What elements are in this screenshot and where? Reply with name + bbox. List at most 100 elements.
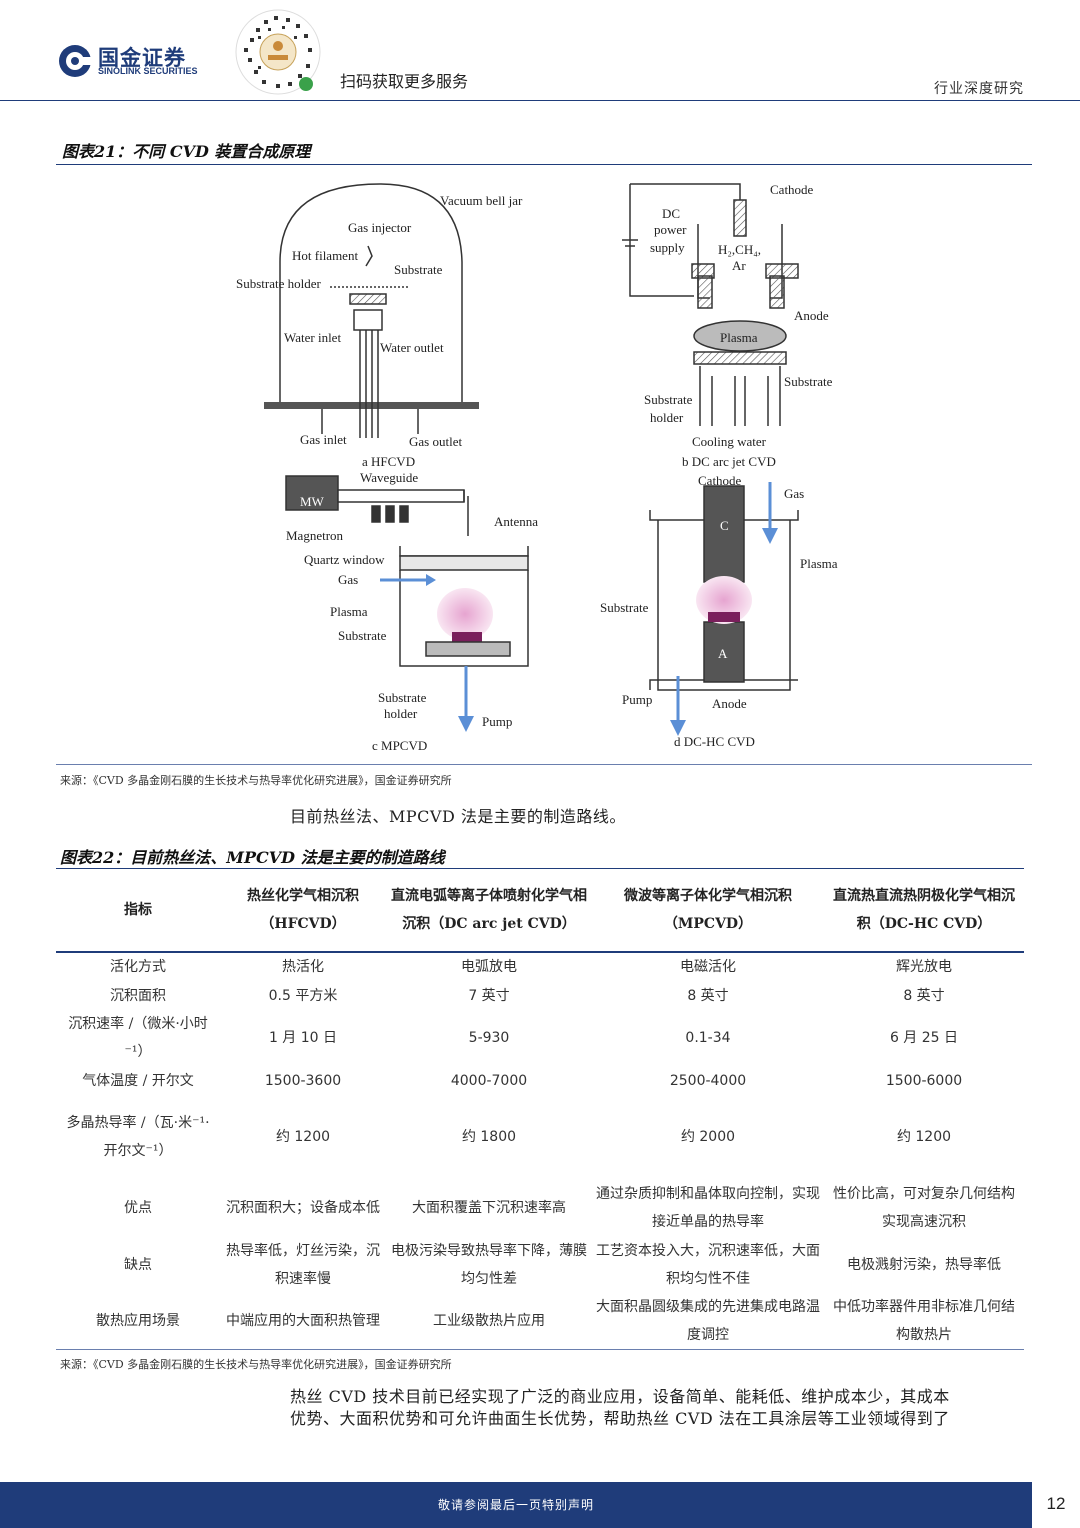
- figure21-bottom-rule: [56, 764, 1032, 765]
- label-supply: supply: [650, 240, 685, 255]
- column-header: 热丝化学气相沉积（HFCVD）: [220, 868, 386, 953]
- figure22-bottom-rule: [56, 1349, 1024, 1350]
- label-plasma-d: Plasma: [800, 556, 838, 571]
- table-cell: 散热应用场景: [96, 1313, 180, 1329]
- table-cell: 沉积面积: [110, 987, 166, 1004]
- label-power: power: [654, 222, 687, 237]
- column-header: 直流热直流热阴极化学气相沉积（DC-HC CVD）: [824, 868, 1024, 953]
- table-cell: 8 英寸: [687, 987, 729, 1004]
- table-cell: 电弧放电: [461, 959, 517, 975]
- label-gas-c: Gas: [338, 572, 358, 587]
- caption-c: c MPCVD: [372, 738, 427, 753]
- label-substrate-b: Substrate: [784, 374, 833, 389]
- table-cell: 约 1200: [275, 1129, 331, 1145]
- hfcvd-labels: Vacuum bell jar Gas injector Hot filamen…: [236, 193, 523, 469]
- footer-notice[interactable]: 敬请参阅最后一页特别声明: [437, 1498, 594, 1512]
- table-cell: 中低功率器件用非标准几何结构散热片: [833, 1299, 1015, 1343]
- figure21-title: 图表21：不同 CVD 装置合成原理: [62, 142, 311, 161]
- label-ar: Ar: [732, 258, 746, 273]
- table-cell: 优点: [124, 1199, 152, 1216]
- mpcvd-labels: Waveguide MW Magnetron Antenna Quartz wi…: [286, 470, 538, 753]
- label-hot-filament: Hot filament: [292, 248, 358, 263]
- table-cell: 大面积覆盖下沉积速率高: [412, 1199, 566, 1216]
- table-row: 沉积面积 0.5 平方米 7 英寸 8 英寸 8 英寸: [56, 981, 1024, 1010]
- table-row: 多晶热导率 /（瓦·米⁻¹·开尔文⁻¹） 约 1200 约 1800 约 200…: [56, 1095, 1024, 1179]
- table-cell: 电极溅射污染，热导率低: [847, 1256, 1001, 1273]
- table-cell: 约 1200: [896, 1129, 952, 1145]
- table-row: 优点 沉积面积大；设备成本低 大面积覆盖下沉积速率高 通过杂质抑制和晶体取向控制…: [56, 1179, 1024, 1236]
- table-cell: 6 月 25 日: [889, 1030, 959, 1046]
- label-c: C: [720, 518, 729, 533]
- table-cell: 沉积面积大；设备成本低: [226, 1199, 380, 1216]
- label-antenna: Antenna: [494, 514, 538, 529]
- column-header: 微波等离子体化学气相沉积（MPCVD）: [592, 868, 824, 953]
- table-cell: 缺点: [124, 1256, 152, 1273]
- label-gas-outlet: Gas outlet: [409, 434, 462, 449]
- table-cell: 工业级散热片应用: [433, 1313, 545, 1329]
- table-cell: 5-930: [468, 1030, 510, 1046]
- report-type-label: 行业深度研究: [934, 81, 1024, 97]
- table-cell: 2500-4000: [669, 1072, 747, 1089]
- label-mw: MW: [300, 494, 325, 509]
- label-substrate-holder-b1: Substrate: [644, 392, 693, 407]
- table-cell: 4000-7000: [450, 1072, 528, 1089]
- figure21-source: 来源：《CVD 多晶金刚石膜的生长技术与热导率优化研究进展》，国金证券研究所: [60, 774, 452, 787]
- table-row: 缺点 热导率低，灯丝污染，沉积速率慢 电极污染导致热导率下降，薄膜均匀性差 工艺…: [56, 1236, 1024, 1293]
- table-cell: 7 英寸: [468, 987, 510, 1004]
- sinolink-logo-icon: [59, 45, 92, 77]
- dc-hc-labels: Cathode Gas C Plasma Substrate A Pump An…: [600, 473, 838, 749]
- label-water-outlet: Water outlet: [380, 340, 444, 355]
- dc-hc-diagram: [649, 482, 799, 736]
- hfcvd-diagram: [264, 183, 479, 438]
- table-cell: 热导率低，灯丝污染，沉积速率慢: [226, 1242, 380, 1287]
- table-cell: 1500-6000: [885, 1072, 963, 1089]
- logo-name-cn: 国金证券: [98, 46, 186, 70]
- label-cooling-water: Cooling water: [692, 434, 767, 449]
- label-gas-injector: Gas injector: [348, 220, 412, 235]
- column-header: 指标: [56, 868, 220, 953]
- label-pump-c: Pump: [482, 714, 512, 729]
- table-cell: 8 英寸: [903, 987, 945, 1004]
- table-cell: 多晶热导率 /（瓦·米⁻¹·开尔文⁻¹）: [66, 1115, 210, 1159]
- label-quartz-window: Quartz window: [304, 552, 385, 567]
- label-cathode-b: Cathode: [770, 182, 814, 197]
- caption-a: a HFCVD: [362, 454, 415, 469]
- label-cathode-d: Cathode: [698, 473, 742, 488]
- page-number: 12: [1046, 1494, 1066, 1513]
- table-cell: 1500-3600: [264, 1072, 342, 1089]
- table-cell: 1 月 10 日: [268, 1030, 338, 1046]
- figure22-source: 来源：《CVD 多晶金刚石膜的生长技术与热导率优化研究进展》，国金证券研究所: [60, 1358, 452, 1371]
- table-row: 气体温度 / 开尔文 1500-3600 4000-7000 2500-4000…: [56, 1066, 1024, 1095]
- label-anode-d: Anode: [712, 696, 747, 711]
- figure22-title: 图表22：目前热丝法、MPCVD 法是主要的制造路线: [60, 848, 445, 867]
- table-cell: 中端应用的大面积热管理: [226, 1313, 380, 1329]
- table-cell: 约 1800: [461, 1129, 517, 1145]
- table-cell: 电极污染导致热导率下降，薄膜均匀性差: [391, 1242, 587, 1287]
- label-substrate-d: Substrate: [600, 600, 649, 615]
- label-water-inlet: Water inlet: [284, 330, 341, 345]
- table-cell: 0.5 平方米: [268, 987, 338, 1004]
- column-header: 直流电弧等离子体喷射化学气相沉积（DC arc jet CVD）: [386, 868, 592, 953]
- label-substrate-holder-b2: holder: [650, 410, 684, 425]
- label-substrate-holder-c1: Substrate: [378, 690, 427, 705]
- label-substrate-holder-c2: holder: [384, 706, 418, 721]
- closing-paragraph: 热丝 CVD 技术目前已经实现了广泛的商业应用，设备简单、能耗低、维护成本少，其…: [290, 1386, 1030, 1430]
- qr-code-icon[interactable]: [234, 8, 322, 96]
- dc-arc-jet-labels: Cathode DC power supply H₂,CH₄, Ar Anode…: [644, 182, 833, 469]
- label-substrate-a: Substrate: [394, 262, 443, 277]
- table-cell: 工艺资本投入大，沉积速率低，大面积均匀性不佳: [596, 1242, 820, 1287]
- table-cell: 热活化: [282, 959, 324, 975]
- label-gas-inlet: Gas inlet: [300, 432, 347, 447]
- table-cell: 大面积晶圆级集成的先进集成电路温度调控: [596, 1299, 820, 1343]
- label-anode-b: Anode: [794, 308, 829, 323]
- table-cell: 性价比高，可对复杂几何结构实现高速沉积: [833, 1185, 1015, 1230]
- label-substrate-holder-a: Substrate holder: [236, 276, 322, 291]
- table-cell: 辉光放电: [896, 959, 952, 975]
- logo-name-en: SINOLINK SECURITIES: [98, 66, 198, 76]
- caption-d: d DC-HC CVD: [674, 734, 755, 749]
- label-plasma-b: Plasma: [720, 330, 758, 345]
- table-row: 沉积速率 /（微米·小时⁻¹） 1 月 10 日 5-930 0.1-34 6 …: [56, 1010, 1024, 1066]
- caption-b: b DC arc jet CVD: [682, 454, 776, 469]
- label-vacuum-bell-jar: Vacuum bell jar: [440, 193, 523, 208]
- label-a: A: [718, 646, 728, 661]
